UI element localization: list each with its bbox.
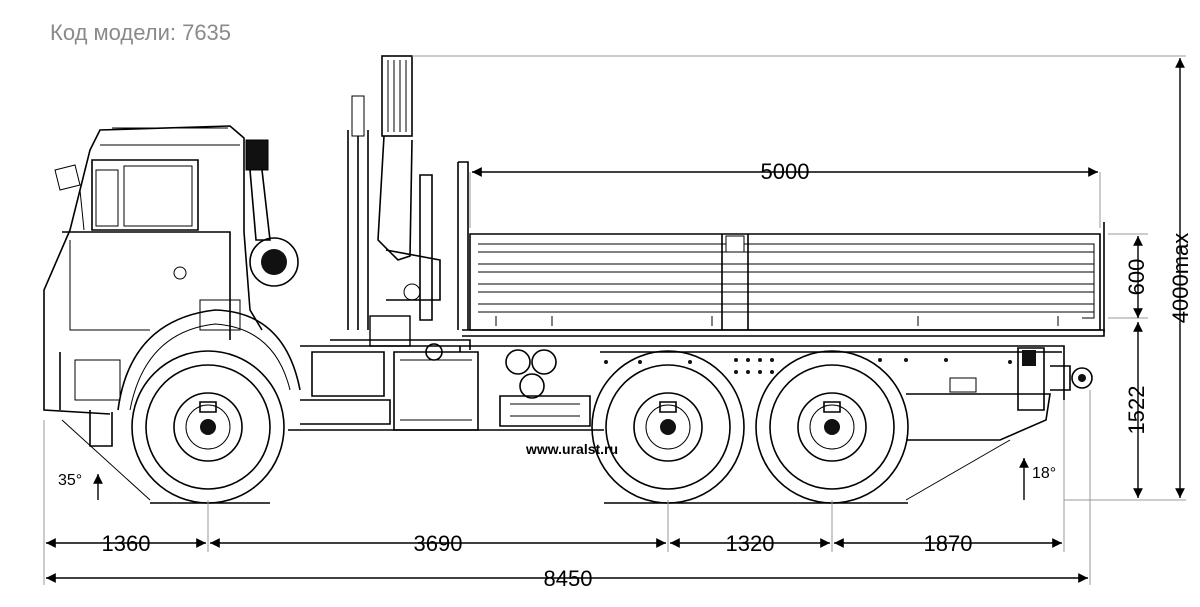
air-filter (261, 249, 287, 275)
max-height-label: 4000max (1168, 233, 1193, 324)
dimension-lines (43, 55, 1186, 604)
dimension-labels: 5000 600 1522 4000max 1360 3690 1320 187… (58, 159, 1193, 591)
exhaust-stack (245, 139, 269, 171)
floor-height-label: 1522 (1124, 386, 1149, 435)
rear-overhang-label: 1870 (924, 531, 973, 556)
wheelbase-front-label: 3690 (414, 531, 463, 556)
wheelbase-rear-label: 1320 (726, 531, 775, 556)
platform-length-label: 5000 (761, 159, 810, 184)
front-wheel (131, 350, 285, 504)
front-overhang-label: 1360 (102, 531, 151, 556)
departure-angle-label: 18° (1032, 465, 1056, 482)
cab (43, 125, 301, 447)
model-code-label: Код модели: 7635 (50, 20, 232, 45)
total-length-label: 8450 (544, 566, 593, 591)
side-height-label: 600 (1124, 259, 1149, 296)
rear-wheel-1 (591, 350, 745, 504)
rear-wheel-2 (755, 350, 909, 504)
crane (330, 55, 471, 350)
truck-body (43, 55, 1105, 504)
approach-angle-label: 35° (58, 472, 82, 489)
website-label: www.uralst.ru (525, 441, 618, 457)
cargo-platform (457, 161, 1105, 337)
